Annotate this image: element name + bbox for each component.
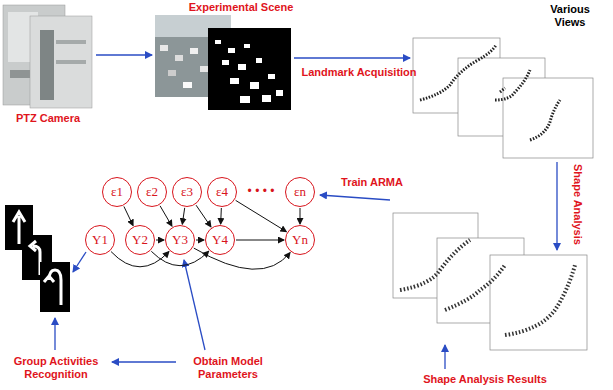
state-circle: ε3 <box>172 177 202 207</box>
ellipsis-mark: • • • • <box>236 185 286 198</box>
node-label: ε2 <box>146 184 158 200</box>
dependency-arrow <box>156 240 164 241</box>
lane-icons <box>5 205 70 312</box>
node-label: Y3 <box>172 232 188 248</box>
dependency-arrow <box>300 208 301 224</box>
node-label: ε4 <box>216 184 228 200</box>
scene-photo <box>155 15 291 110</box>
state-circle: ε1 <box>102 177 132 207</box>
step-label: Shape Analysis <box>571 164 584 254</box>
step-label: Various Views <box>540 3 600 29</box>
camera-photo <box>3 5 92 108</box>
dependency-arrow <box>196 205 211 227</box>
node-label: Y1 <box>92 232 108 248</box>
state-circle: Y4 <box>205 225 235 255</box>
step-label: Shape Analysis Results <box>400 373 570 386</box>
node-label: ε3 <box>181 184 193 200</box>
step-label: Obtain Model Parameters <box>178 355 278 381</box>
node-label: Y4 <box>212 232 228 248</box>
node-label: Yn <box>292 232 308 248</box>
state-circle: Y2 <box>125 225 155 255</box>
dependency-arrow <box>236 240 284 241</box>
state-circle: Yn <box>285 225 315 255</box>
state-circle: ε2 <box>137 177 167 207</box>
flow-arrows <box>55 55 557 369</box>
node-label: ε1 <box>111 184 123 200</box>
view-plots <box>413 38 593 158</box>
dependency-arrow <box>220 208 222 224</box>
state-circle: Y1 <box>85 225 115 255</box>
node-label: Y2 <box>132 232 148 248</box>
step-label: Experimental Scene <box>176 1 306 14</box>
result-plots <box>393 213 587 350</box>
step-label: Group Activities Recognition <box>2 355 110 381</box>
node-label: εn <box>294 184 306 200</box>
step-label: Train ARMA <box>336 176 408 189</box>
dependency-arrow <box>196 240 204 241</box>
state-circle: ε4 <box>207 177 237 207</box>
dependency-arrow <box>124 206 133 225</box>
dependency-arrow <box>182 208 184 224</box>
dependency-arrow <box>236 200 287 231</box>
state-circle: Y3 <box>165 225 195 255</box>
step-label: Landmark Acquisition <box>300 66 418 79</box>
step-label: PTZ Camera <box>2 112 94 125</box>
dependency-arrow <box>194 248 290 269</box>
dependency-arrow <box>160 206 172 226</box>
state-circle: εn <box>285 177 315 207</box>
